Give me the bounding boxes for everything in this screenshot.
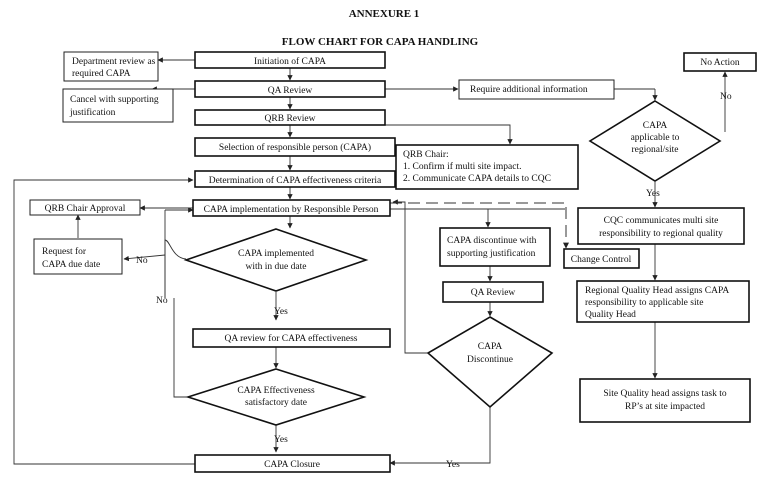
change-control-label: Change Control bbox=[571, 255, 632, 265]
no-action-label: No Action bbox=[700, 58, 740, 68]
qrb-review-box bbox=[194, 109, 386, 126]
implementation-label: CAPA implementation by Responsible Perso… bbox=[204, 205, 379, 215]
applicable-label-1: CAPA bbox=[643, 121, 668, 131]
effectiveness-label-1: CAPA Effectiveness bbox=[237, 385, 315, 396]
site-quality-box bbox=[579, 378, 751, 423]
qrb-chair-box bbox=[395, 144, 579, 190]
department-review-box bbox=[63, 51, 159, 82]
regional-quality-label-3: Quality Head bbox=[585, 310, 636, 320]
cqc-communicates-box bbox=[577, 207, 745, 245]
effectiveness-decision bbox=[185, 368, 367, 426]
require-info-box bbox=[458, 79, 615, 100]
determination-box bbox=[194, 170, 396, 188]
require-info-label: Require additional information bbox=[470, 84, 588, 95]
discontinue-justification-label-1: CAPA discontinue with bbox=[447, 236, 537, 246]
label-no-due-date: No bbox=[136, 256, 148, 266]
implemented-label-2: with in due date bbox=[246, 262, 307, 272]
change-control-box bbox=[563, 248, 640, 269]
applicable-decision bbox=[588, 100, 722, 182]
cqc-communicates-label-2: responsibility to regional quality bbox=[599, 229, 723, 239]
qrb-chair-approval-box bbox=[29, 199, 141, 216]
initiation-box bbox=[194, 51, 386, 69]
label-no-applicable: No bbox=[720, 92, 732, 102]
cancel-label-1: Cancel with supporting bbox=[70, 95, 159, 105]
discontinue-justification-box bbox=[439, 227, 551, 267]
department-review-label-1: Department review as bbox=[72, 57, 156, 67]
closure-label: CAPA Closure bbox=[264, 460, 320, 470]
label-yes-implemented: Yes bbox=[274, 307, 288, 317]
cancel-label-2: justification bbox=[69, 107, 116, 118]
effectiveness-label-2: satisfactory date bbox=[245, 397, 307, 408]
discontinue-decision-label-2: Discontinue bbox=[467, 355, 513, 365]
selection-box bbox=[194, 137, 396, 157]
annexure-label: ANNEXURE 1 bbox=[349, 8, 420, 20]
cqc-communicates-label-1: CQC communicates multi site bbox=[604, 216, 719, 226]
qrb-chair-item-1: 1. Confirm if multi site impact. bbox=[403, 161, 521, 172]
selection-label: Selection of responsible person (CAPA) bbox=[219, 142, 371, 153]
qrb-chair-heading: QRB Chair: bbox=[403, 150, 449, 160]
qa-review-right-label: QA Review bbox=[471, 288, 516, 298]
discontinue-decision-label-1: CAPA bbox=[478, 342, 503, 352]
qrb-chair-approval-label: QRB Chair Approval bbox=[45, 204, 126, 214]
label-yes-discontinue: Yes bbox=[446, 460, 460, 470]
regional-quality-label-1: Regional Quality Head assigns CAPA bbox=[585, 286, 729, 296]
site-quality-label-1: Site Quality head assigns task to bbox=[603, 389, 726, 399]
request-due-date-label-2: CAPA due date bbox=[42, 260, 100, 270]
site-quality-label-2: RP’s at site impacted bbox=[625, 402, 705, 412]
no-action-box bbox=[683, 52, 757, 72]
initiation-label: Initiation of CAPA bbox=[254, 56, 326, 67]
chart-title: FLOW CHART FOR CAPA HANDLING bbox=[282, 36, 479, 48]
label-yes-applicable: Yes bbox=[646, 189, 660, 199]
cancel-box bbox=[62, 88, 174, 123]
request-due-date-label-1: Request for bbox=[42, 246, 87, 257]
qa-review-right-box bbox=[442, 281, 544, 303]
regional-quality-box bbox=[576, 280, 750, 323]
connectors bbox=[13, 57, 728, 466]
qrb-chair-item-2: 2. Communicate CAPA details to CQC bbox=[403, 174, 551, 184]
applicable-label-2: applicable to bbox=[631, 133, 680, 143]
implemented-label-1: CAPA implemented bbox=[238, 249, 314, 259]
discontinue-justification-label-2: supporting justification bbox=[447, 248, 536, 259]
implemented-decision bbox=[183, 228, 369, 292]
department-review-label-2: required CAPA bbox=[72, 69, 131, 79]
closure-box bbox=[194, 454, 391, 473]
qa-effectiveness-label: QA review for CAPA effectiveness bbox=[225, 333, 358, 344]
qa-review-top-box bbox=[194, 80, 386, 98]
qrb-review-label: QRB Review bbox=[265, 114, 316, 124]
implementation-box bbox=[192, 199, 391, 217]
discontinue-decision bbox=[426, 316, 554, 409]
qa-effectiveness-box bbox=[192, 328, 391, 348]
regional-quality-label-2: responsibility to applicable site bbox=[585, 298, 703, 308]
applicable-label-3: regional/site bbox=[632, 145, 679, 155]
label-no-effectiveness: No bbox=[156, 296, 168, 306]
label-yes-effectiveness: Yes bbox=[274, 435, 288, 445]
request-due-date-box bbox=[33, 238, 123, 275]
qa-review-top-label: QA Review bbox=[268, 86, 313, 96]
determination-label: Determination of CAPA effectiveness crit… bbox=[209, 175, 382, 186]
